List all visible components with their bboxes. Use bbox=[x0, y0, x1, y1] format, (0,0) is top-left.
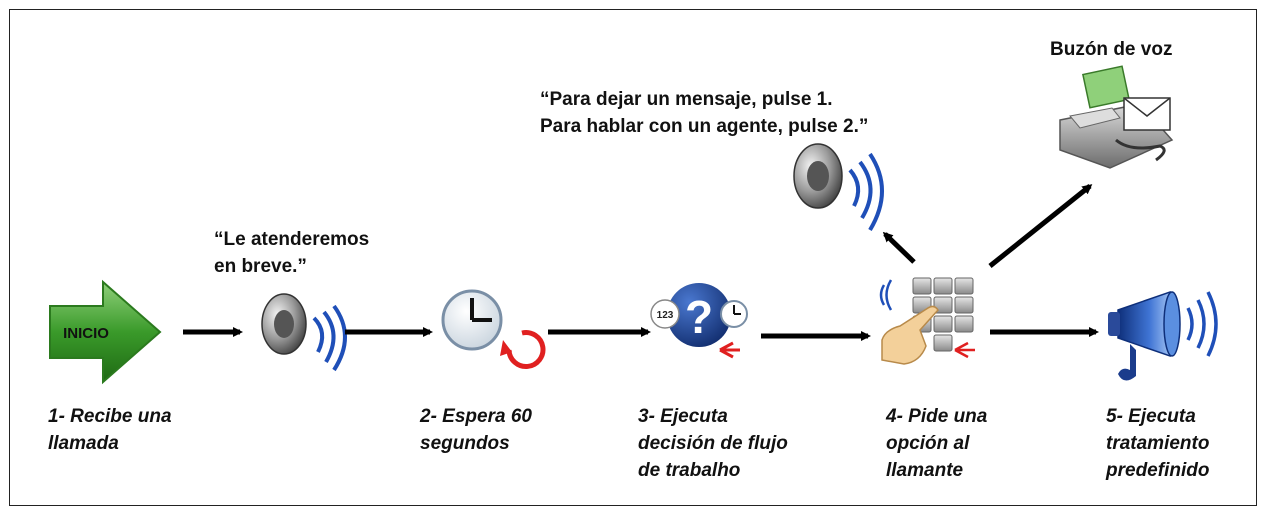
hand-icon bbox=[881, 305, 939, 365]
refresh-icon bbox=[506, 330, 546, 370]
keypad-icon bbox=[879, 277, 975, 365]
connector-arrows bbox=[183, 184, 1099, 341]
voicemail-label: Buzón de voz bbox=[1050, 39, 1173, 60]
question-decision-icon: ? 123 bbox=[650, 283, 748, 359]
wait-message-quote: “Le atenderemos en breve.” bbox=[214, 229, 370, 277]
step-label-3: 3- Ejecuta decisión de flujo de trabalho bbox=[638, 406, 788, 481]
green-arrow-icon: INICIO bbox=[49, 279, 162, 385]
step-label-1: 1- Recibe una llamada bbox=[48, 406, 172, 454]
decision-badge: 123 bbox=[657, 310, 674, 321]
step-label-5: 5- Ejecuta tratamiento predefinido bbox=[1106, 406, 1210, 481]
step-label-4: 4- Pide una opción al llamante bbox=[886, 406, 988, 481]
speaker-icon bbox=[261, 293, 347, 372]
arrow-to-speaker bbox=[882, 231, 916, 264]
svg-text:?: ? bbox=[685, 291, 713, 343]
start-label: INICIO bbox=[63, 325, 109, 342]
menu-message-quote: “Para dejar un mensaje, pulse 1. Para ha… bbox=[540, 89, 869, 137]
fax-voicemail-icon bbox=[1059, 65, 1174, 169]
megaphone-icon bbox=[1108, 290, 1218, 381]
step-label-2: 2- Espera 60 segundos bbox=[420, 406, 532, 454]
diagram-frame bbox=[9, 9, 1257, 506]
arrow-to-voicemail bbox=[988, 184, 1093, 268]
speaker-icon bbox=[793, 143, 884, 232]
clock-icon bbox=[441, 289, 546, 370]
